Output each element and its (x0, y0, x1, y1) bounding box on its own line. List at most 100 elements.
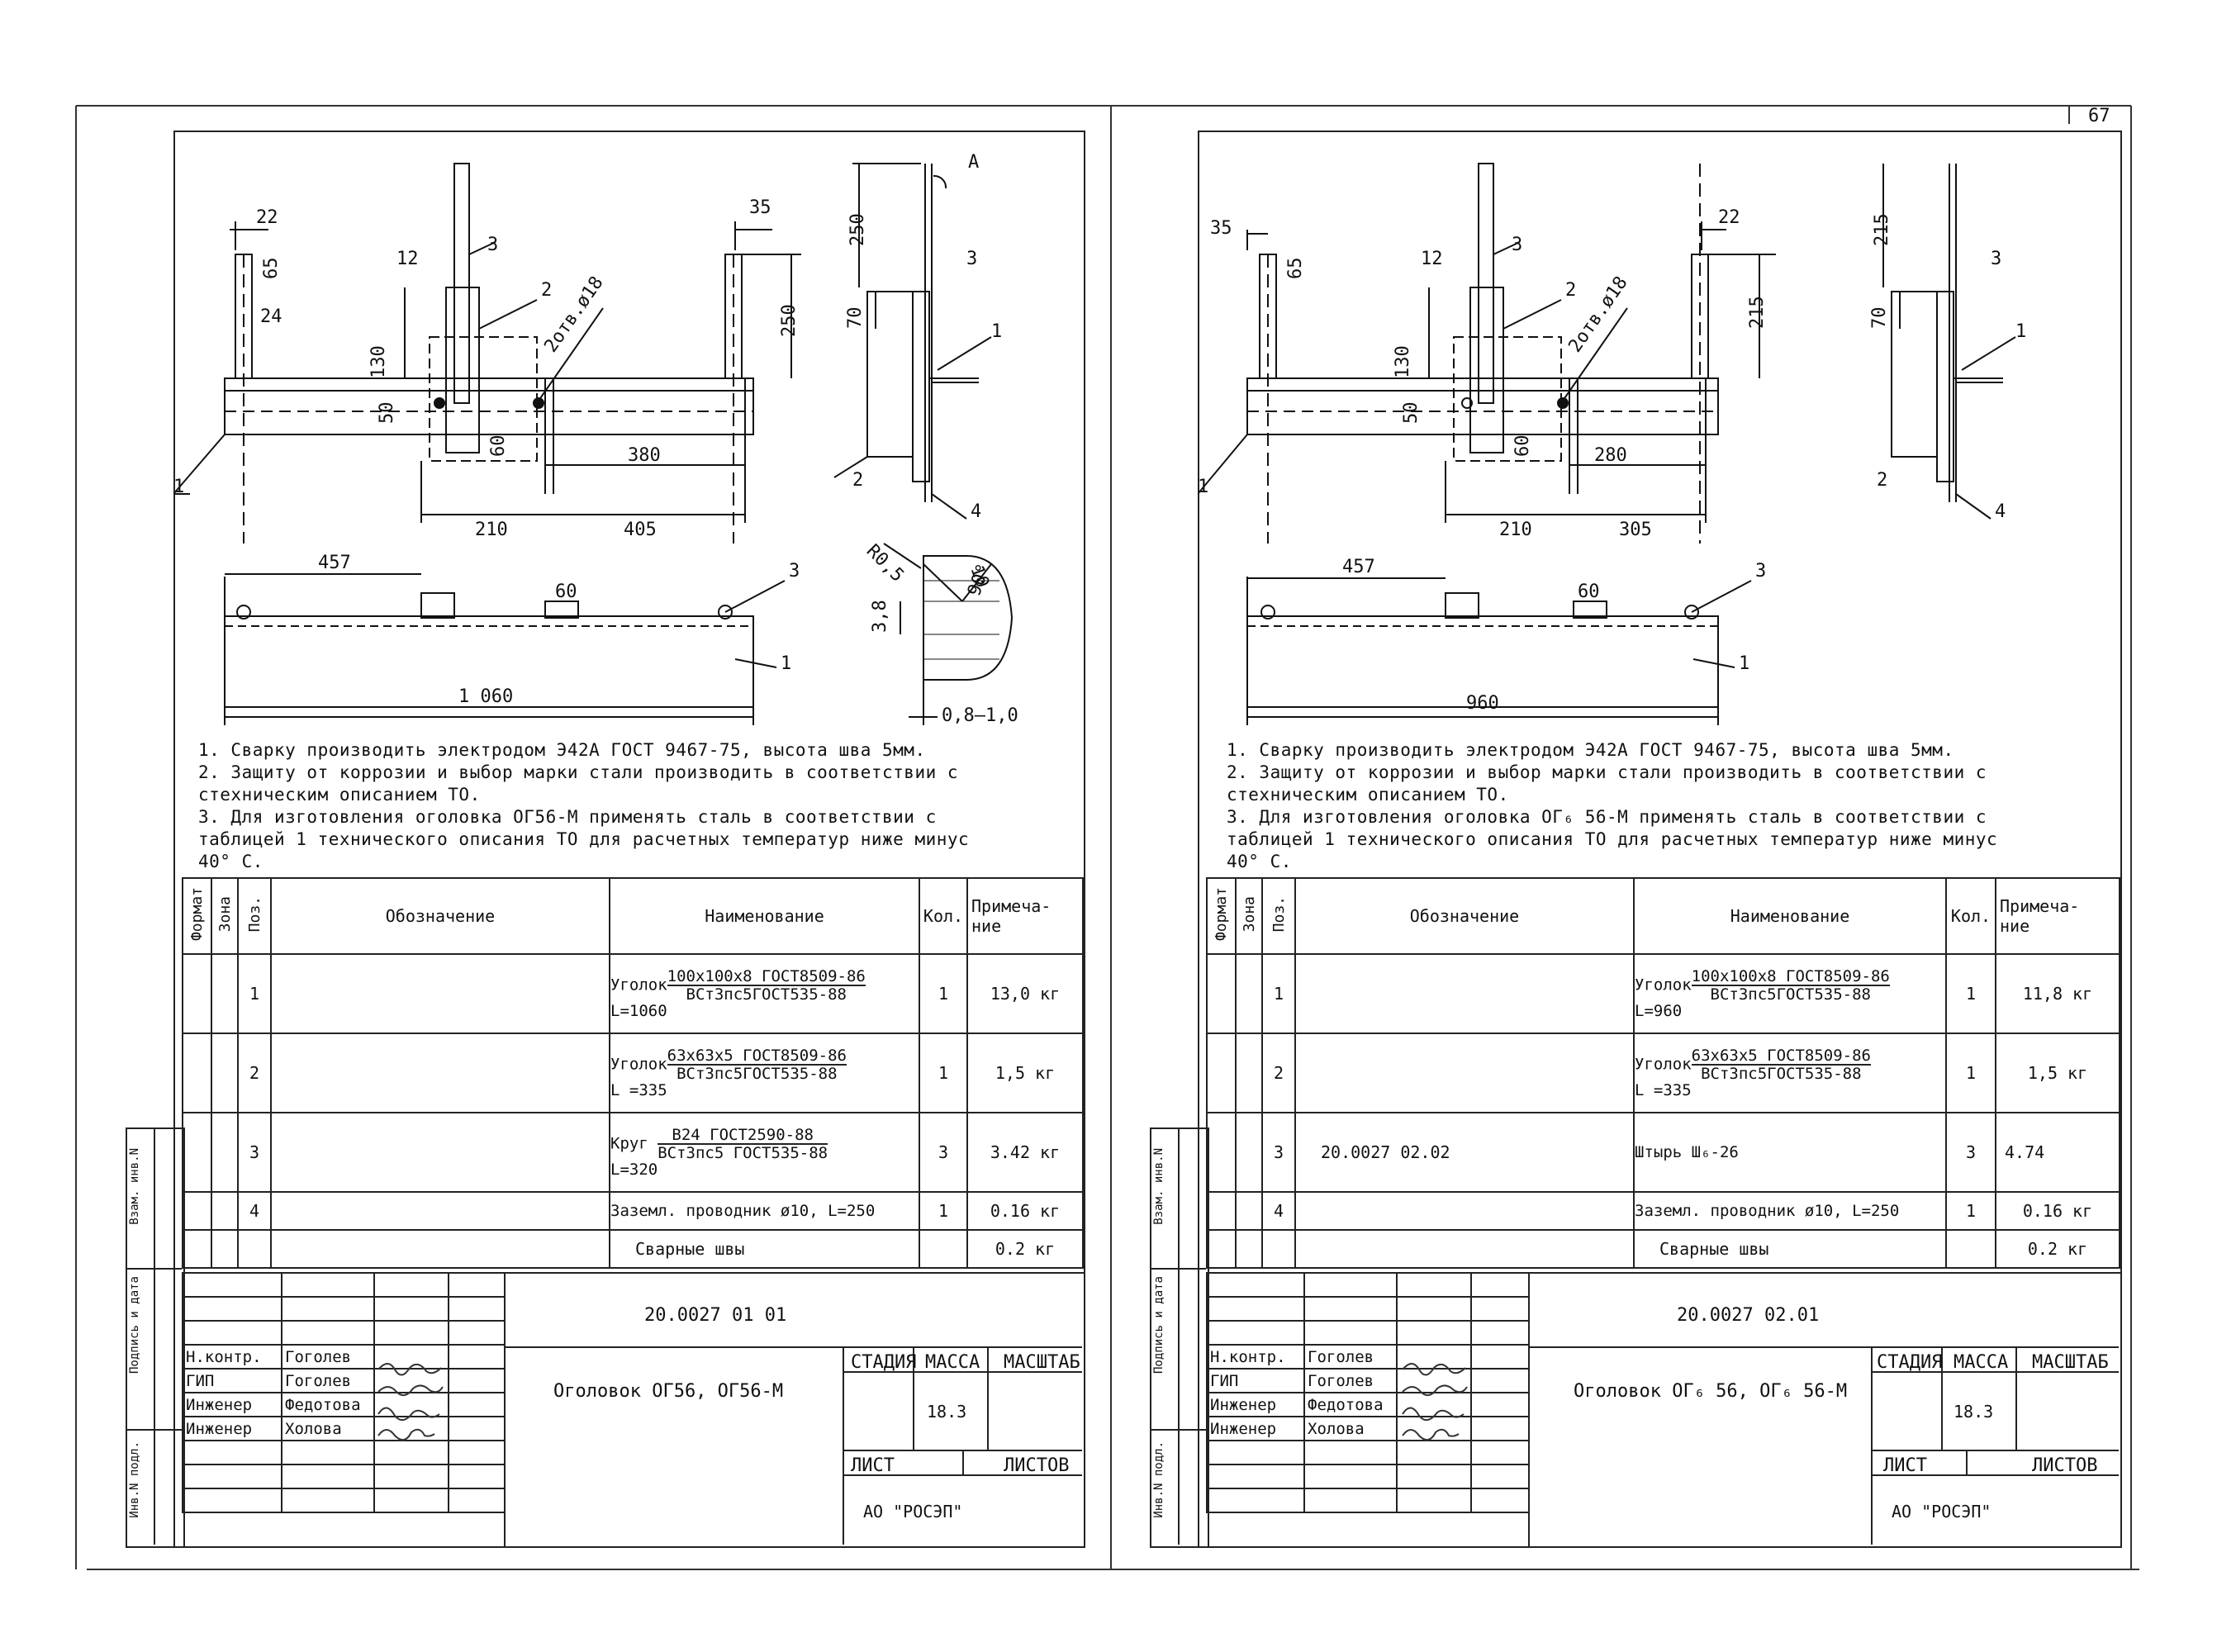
stamp-person: Гоголев (281, 1368, 375, 1393)
right-spec-table: Формат Зона Поз. Обозначение Наименовани… (1206, 877, 2120, 1269)
row-name: Заземл. проводник ø10, L=250 (609, 1191, 920, 1231)
row-pos: 4 (237, 1191, 272, 1231)
row-note: 1,5 кг (966, 1032, 1084, 1113)
stamp-scale: МАСШТАБ (2032, 1352, 2109, 1373)
table-row: Сварные швы 0.2 кг (182, 1229, 1084, 1269)
side-label-replace: Взам. инв.N (1152, 1148, 1165, 1225)
dim-1: 1 (173, 477, 184, 497)
row-name-len: L =335 (610, 1081, 667, 1099)
row-designation (270, 1032, 610, 1113)
stamp-role: Инженер (1206, 1392, 1305, 1417)
header-pos: Поз. (1270, 895, 1288, 933)
row-name: Сварные швы (1633, 1229, 1947, 1269)
stamp-divider (1871, 1346, 1873, 1545)
row-designation (270, 953, 610, 1034)
stamp-role: ГИП (182, 1368, 282, 1393)
dim-215: 215 (1747, 296, 1768, 329)
header-pos: Поз. (245, 895, 263, 933)
right-stamp-code: 20.0027 02.01 (1677, 1305, 1820, 1326)
left-notes: 1. Сварку производить электродом Э42А ГО… (198, 739, 969, 873)
side-label-inv: Инв.N подл. (128, 1441, 141, 1518)
side-dim-2: 2 (1877, 470, 1887, 491)
row-qty: 1 (919, 953, 968, 1034)
stamp-sheet: ЛИСТ (1883, 1455, 1927, 1476)
stamp-divider (843, 1371, 1082, 1373)
row-qty (1945, 1229, 1996, 1269)
row-pos: 4 (1261, 1191, 1296, 1231)
stamp-org: АО "РОСЭП" (863, 1502, 963, 1521)
dim-60b: 60 (1578, 582, 1600, 602)
stamp-divider (843, 1346, 844, 1545)
detail-r05: R0,5 (862, 541, 908, 586)
side-dim-250: 250 (847, 213, 868, 246)
row-designation (270, 1229, 610, 1269)
table-row: 3 20.0027 02.02 Штырь Ш₆-26 3 4.74 (1206, 1112, 2120, 1193)
row-qty: 1 (1945, 1032, 1996, 1113)
row-note: 4.74 (1995, 1112, 2120, 1193)
row-note: 0.2 кг (966, 1229, 1084, 1269)
header-note: Примеча- ние (966, 877, 1084, 955)
note-line: таблицей 1 технического описания ТО для … (1227, 829, 1998, 849)
note-line: 40° С. (198, 852, 263, 871)
stamp-person: Федотова (281, 1392, 375, 1417)
dim-280: 280 (1594, 445, 1627, 466)
table-row: 4 Заземл. проводник ø10, L=250 1 0.16 кг (1206, 1191, 2120, 1231)
row-note: 0.16 кг (966, 1191, 1084, 1231)
dim-960: 960 (1466, 693, 1499, 714)
detail-38: 3,8 (870, 600, 890, 633)
row-designation (1294, 1032, 1635, 1113)
header-designation: Обозначение (1294, 877, 1635, 955)
row-name-top: В24 ГОСТ2590-88 (658, 1127, 828, 1145)
left-stamp-main (504, 1272, 1085, 1548)
dim-130: 130 (368, 345, 389, 378)
stamp-sheets: ЛИСТОВ (1004, 1455, 1070, 1476)
header-name: Наименование (1633, 877, 1947, 955)
row-name-top: 100x100x8 ГОСТ8509-86 (667, 967, 866, 986)
right-stamp-main (1528, 1272, 2122, 1548)
stamp-stage: СТАДИЯ (1877, 1352, 1943, 1373)
header-format: Формат (1213, 886, 1230, 942)
dim-65: 65 (261, 258, 282, 280)
row-name-len: L=1060 (610, 1002, 667, 1020)
detail-90: 90° (964, 561, 995, 599)
dim-35: 35 (1210, 218, 1232, 239)
side-label-sign: Подпись и дата (1152, 1276, 1165, 1374)
note-line: стехническим описанием ТО. (198, 785, 481, 805)
row-pos: 2 (1261, 1032, 1296, 1113)
side-dim-A: A (968, 152, 979, 173)
row-note: 11,8 кг (1995, 953, 2120, 1034)
side-dim-215: 215 (1872, 213, 1892, 246)
stamp-person: Холова (1303, 1416, 1398, 1441)
note-line: 3. Для изготовления оголовка ОГ56-М прим… (198, 807, 937, 827)
right-stamp-title: Оголовок ОГ₆ 56, ОГ₆ 56-М (1574, 1381, 1848, 1402)
right-drawing: 35 65 22 12 3 2 2отв.ø18 215 130 50 60 2… (1198, 163, 2026, 725)
right-margin-divider (1178, 1127, 1180, 1545)
stamp-mass: МАССА (925, 1352, 980, 1373)
row-qty: 1 (919, 1032, 968, 1113)
detail-08: 0,8–1,0 (942, 705, 1018, 726)
stamp-role: Инженер (1206, 1416, 1305, 1441)
side-dim-4: 4 (1995, 501, 2006, 522)
stamp-divider (1966, 1450, 1968, 1474)
dim-2: 2 (1565, 280, 1576, 301)
dim-250: 250 (779, 304, 800, 337)
stamp-role: Инженер (182, 1416, 282, 1441)
dim-405: 405 (624, 520, 657, 540)
dim-1: 1 (1198, 477, 1208, 497)
note-line: 1. Сварку производить электродом Э42А ГО… (198, 740, 926, 760)
stamp-person: Гоголев (1303, 1344, 1398, 1370)
header-format: Формат (188, 886, 206, 942)
note-line: таблицей 1 технического описания ТО для … (198, 829, 970, 849)
side-dim-70: 70 (845, 307, 866, 330)
row-name-bottom: ВСт3пс5ГОСТ535-88 (686, 985, 847, 1004)
header-qty: Кол. (1945, 877, 1996, 955)
stamp-divider (1871, 1450, 2119, 1451)
side-dim-1: 1 (2015, 321, 2026, 342)
row-pos (237, 1229, 272, 1269)
stamp-divider (1871, 1474, 2119, 1476)
row-name-top: 63x63x5 ГОСТ8509-86 (667, 1047, 847, 1066)
